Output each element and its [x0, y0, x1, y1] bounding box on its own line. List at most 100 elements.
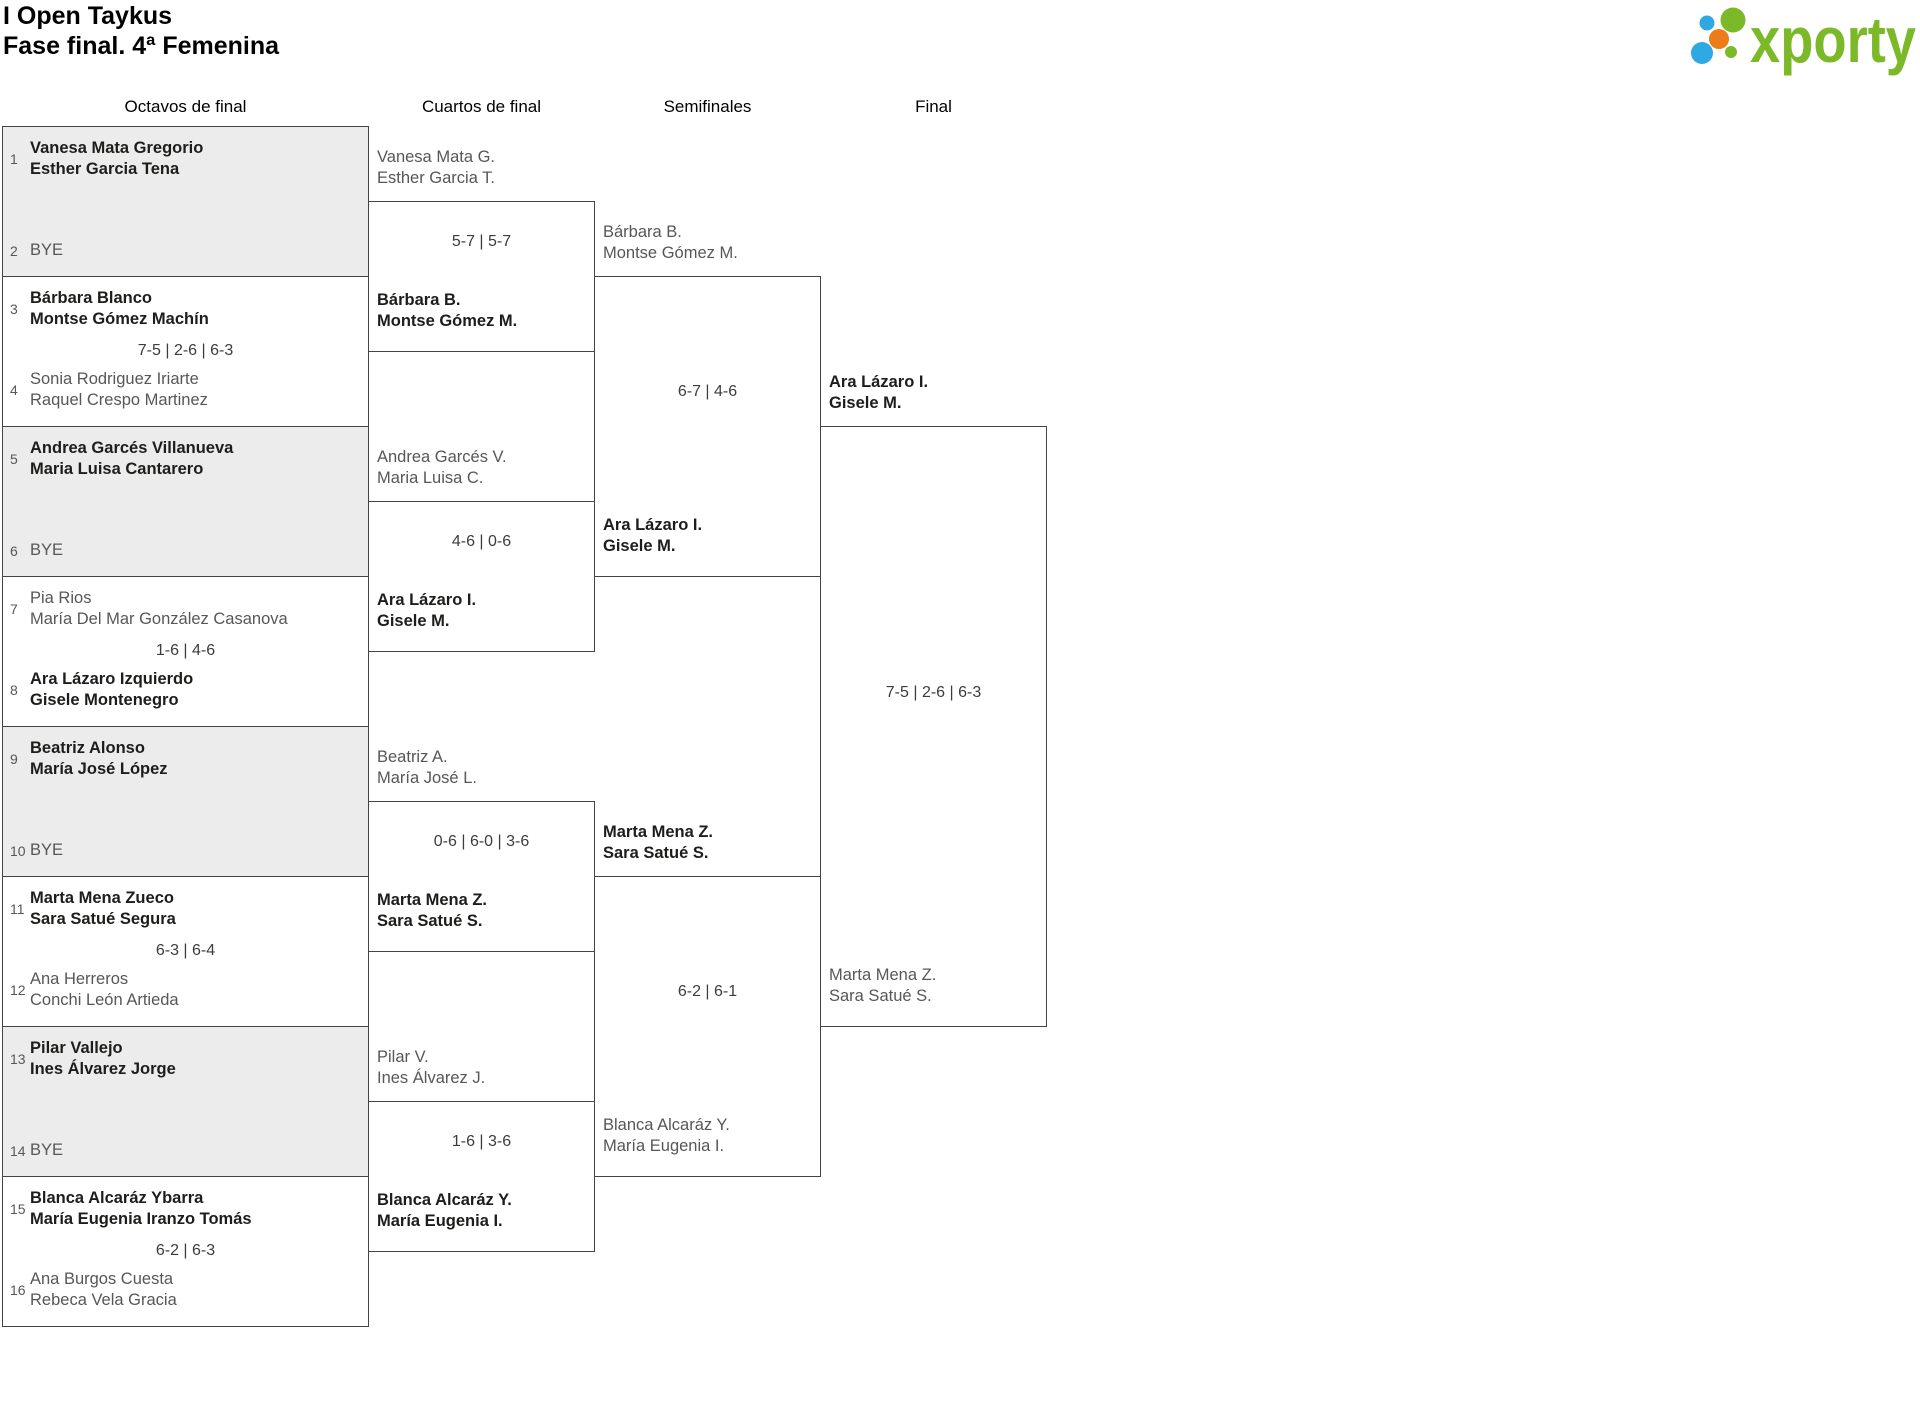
xporty-logo: xporty [1691, 4, 1916, 76]
team-name: Pilar V.Ines Álvarez J. [377, 1048, 486, 1087]
match-score: 6-2 | 6-3 [155, 1242, 216, 1259]
logo-dot-orange [1709, 29, 1729, 49]
seed-number: 5 [10, 451, 18, 467]
team-name: Ara Lázaro I.Gisele M. [603, 516, 703, 555]
seed-number: 7 [10, 601, 18, 617]
seed-number: 13 [10, 1051, 26, 1067]
match-score: 1-6 | 4-6 [155, 642, 216, 659]
seed-number: 14 [10, 1142, 26, 1159]
team-name: Marta Mena Z.Sara Satué S. [603, 823, 714, 862]
team-name: Blanca Alcaráz Y.María Eugenia I. [603, 1116, 730, 1155]
column-header-final: Final [915, 97, 952, 116]
team-name: Bárbara B.Montse Gómez M. [377, 291, 518, 330]
seed-number: 8 [10, 682, 18, 698]
page-title: I Open Taykus Fase final. 4ª Femenina [3, 1, 279, 61]
logo-dot-green-small [1725, 46, 1737, 58]
seed-number: 9 [10, 751, 18, 767]
team-name: BYE [30, 241, 64, 259]
qf-match-2: Andrea Garcés V.Maria Luisa C. 4-6 | 0-6… [368, 448, 595, 652]
team-row: 6 BYE [10, 540, 364, 561]
qf-match-4: Pilar V.Ines Álvarez J. 1-6 | 3-6 Blanca… [368, 1048, 595, 1252]
team-name: Beatriz A.María José L. [377, 748, 477, 787]
logo-dot-green-big [1720, 7, 1746, 33]
team-name: BYE [30, 541, 64, 559]
qf-match-3: Beatriz A.María José L. 0-6 | 6-0 | 3-6 … [368, 748, 595, 952]
column-header-octavos: Octavos de final [124, 97, 247, 116]
team-name: Marta Mena Z.Sara Satué S. [829, 966, 937, 1005]
team-name: Bárbara B.Montse Gómez M. [603, 223, 738, 262]
team-name: BYE [30, 841, 64, 859]
team-name: Blanca Alcaráz Y.María Eugenia I. [377, 1191, 512, 1230]
logo-wordmark: xporty [1750, 4, 1916, 76]
logo-dot-blue-big [1691, 42, 1713, 64]
qf-match-1: Vanesa Mata G.Esther Garcia T. 5-7 | 5-7… [368, 148, 595, 352]
seed-number: 16 [10, 1282, 26, 1298]
match-score: 5-7 | 5-7 [451, 233, 512, 250]
match-score: 1-6 | 3-6 [451, 1133, 512, 1150]
team-row: 14 BYE [10, 1140, 364, 1161]
match-score: 7-5 | 2-6 | 6-3 [885, 684, 982, 701]
column-header-semifinales: Semifinales [663, 97, 752, 116]
column-header-cuartos: Cuartos de final [421, 97, 542, 116]
team-name: Ara Lázaro I.Gisele M. [377, 591, 477, 630]
match-score: 6-2 | 6-1 [677, 983, 738, 1000]
seed-number: 11 [10, 901, 25, 917]
match-score: 6-7 | 4-6 [677, 383, 738, 400]
team-name: Andrea Garcés V.Maria Luisa C. [377, 448, 507, 487]
team-name: Marta Mena Z.Sara Satué S. [377, 891, 488, 930]
team-name: Ara Lázaro I.Gisele M. [829, 373, 929, 412]
sf-match-2: Marta Mena Z.Sara Satué S. 6-2 | 6-1 Bla… [594, 823, 821, 1177]
sf-match-1: Bárbara B.Montse Gómez M. 6-7 | 4-6 Ara … [594, 223, 821, 577]
seed-number: 6 [10, 542, 18, 559]
match-score: 0-6 | 6-0 | 3-6 [433, 833, 530, 850]
seed-number: 12 [10, 982, 26, 998]
seed-number: 15 [10, 1201, 26, 1217]
phase-name: Fase final. 4ª Femenina [3, 32, 280, 60]
seed-number: 4 [10, 382, 18, 398]
team-row: 2 BYE [10, 240, 364, 261]
match-score: 6-3 | 6-4 [155, 942, 216, 959]
seed-number: 3 [10, 301, 18, 317]
match-score: 7-5 | 2-6 | 6-3 [137, 342, 234, 359]
match-score: 4-6 | 0-6 [451, 533, 512, 550]
final-match: Ara Lázaro I.Gisele M. 7-5 | 2-6 | 6-3 M… [820, 373, 1047, 1027]
seed-number: 2 [10, 242, 18, 259]
seed-number: 10 [10, 842, 26, 859]
team-name: BYE [30, 1141, 64, 1159]
seed-number: 1 [10, 151, 18, 167]
team-name: Vanesa Mata G.Esther Garcia T. [377, 148, 496, 187]
team-row: 10 BYE [10, 840, 364, 861]
